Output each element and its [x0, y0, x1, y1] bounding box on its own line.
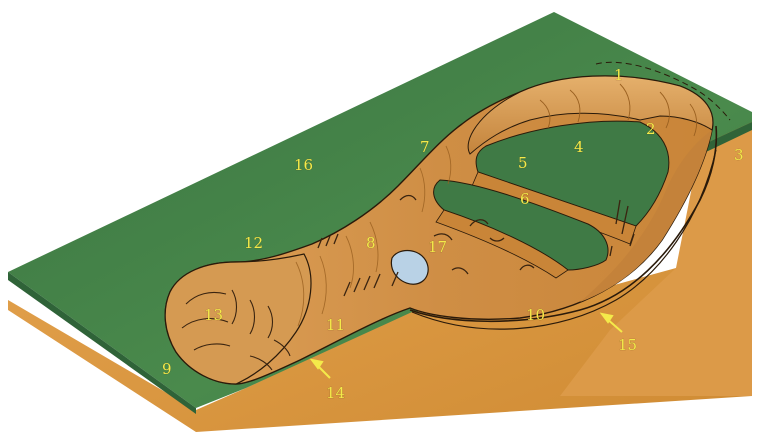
label-10: 10 — [526, 306, 545, 324]
label-2: 2 — [646, 120, 656, 138]
label-6: 6 — [520, 190, 530, 208]
label-3: 3 — [734, 146, 744, 164]
label-14: 14 — [326, 384, 345, 402]
label-17: 17 — [428, 238, 447, 256]
label-8: 8 — [366, 234, 376, 252]
label-9: 9 — [162, 360, 172, 378]
label-12: 12 — [244, 234, 263, 252]
label-16: 16 — [294, 156, 313, 174]
label-15: 15 — [618, 336, 637, 354]
label-7: 7 — [420, 138, 430, 156]
label-13: 13 — [204, 306, 223, 324]
label-11: 11 — [326, 316, 345, 334]
label-1: 1 — [614, 66, 624, 84]
label-5: 5 — [518, 154, 528, 172]
label-4: 4 — [574, 138, 584, 156]
